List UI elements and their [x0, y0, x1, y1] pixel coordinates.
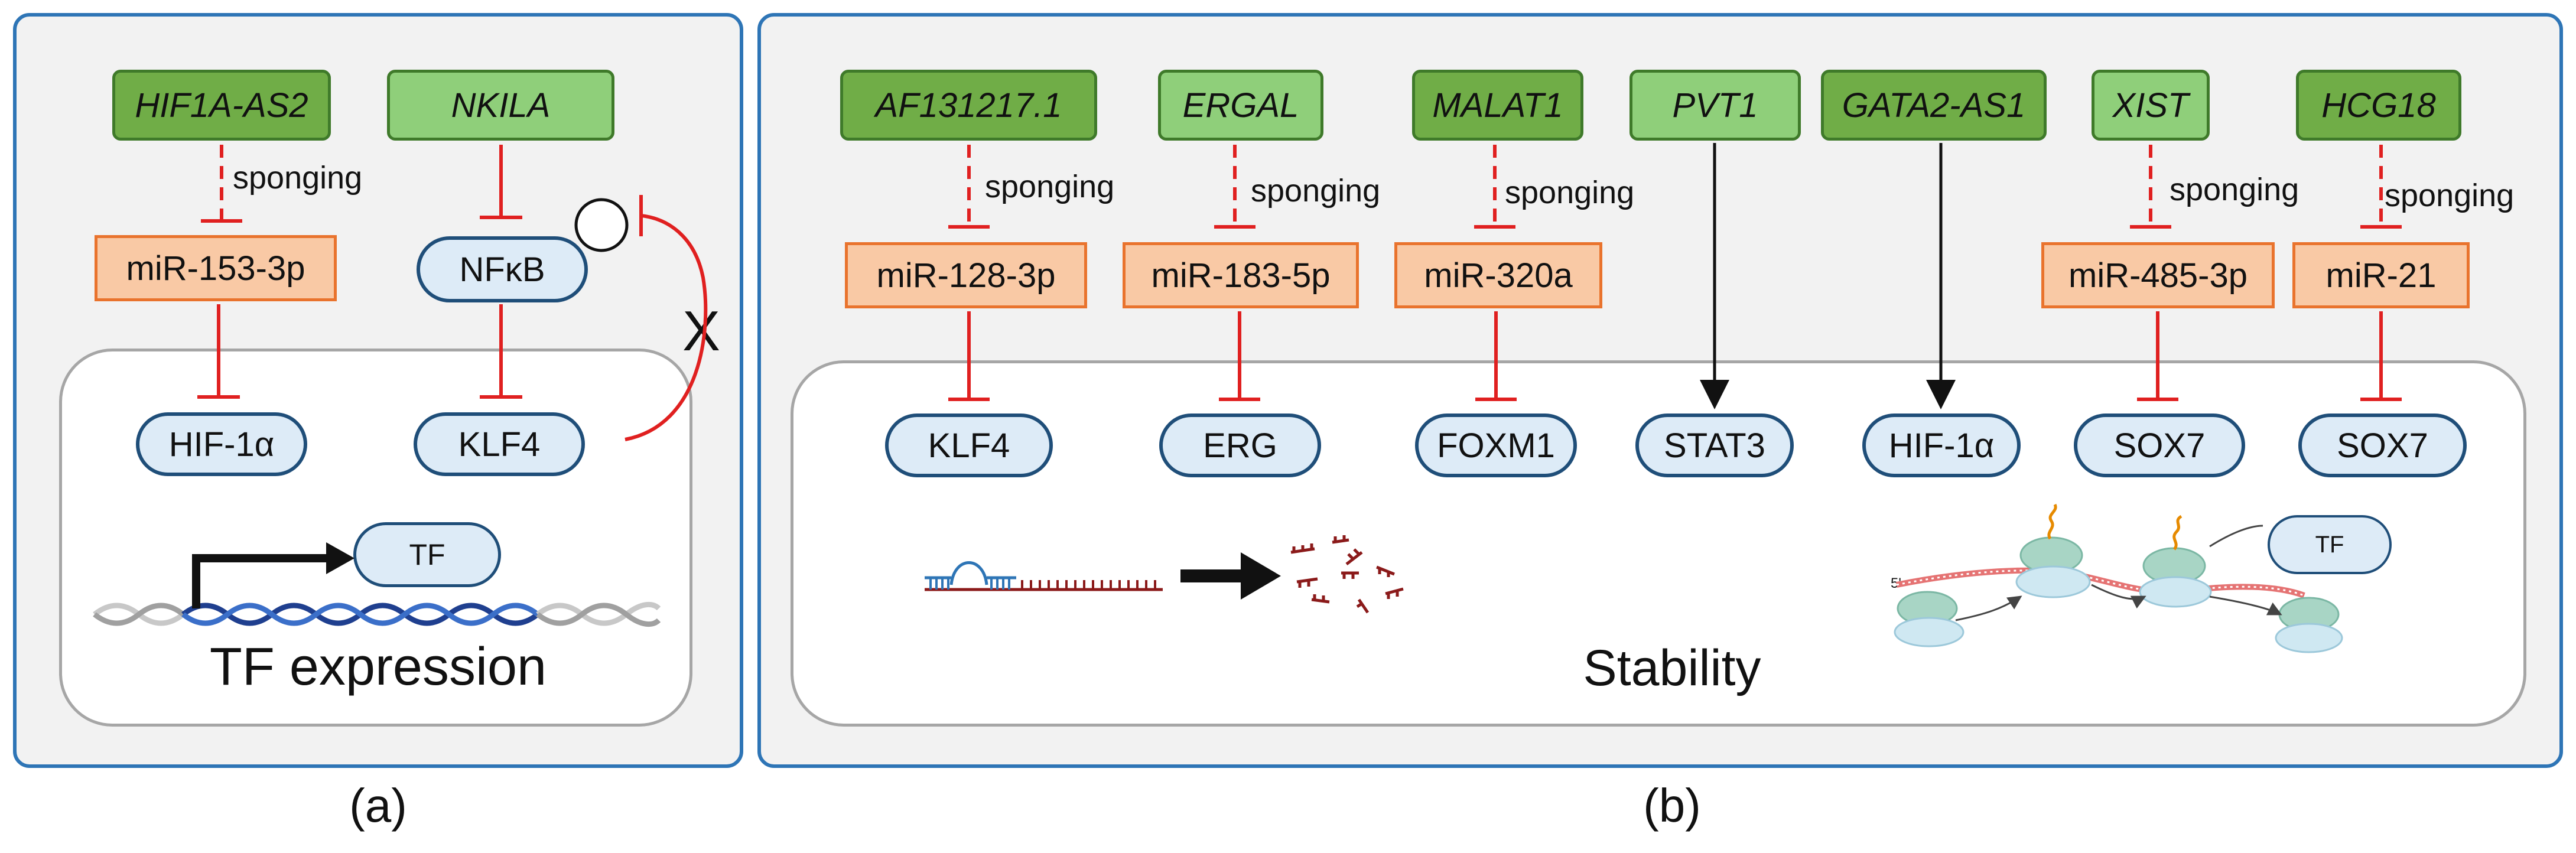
- target-erg: ERG: [1159, 414, 1321, 477]
- lncrna-hif1a-as2: HIF1A-AS2: [112, 70, 331, 141]
- sponging-label: sponging: [985, 169, 1115, 204]
- stability-caption: Stability: [1583, 640, 1761, 696]
- inhibition-arrow: [197, 145, 522, 399]
- klf4-deacetylation-inhibition: [625, 195, 708, 441]
- inhibition-arrow: [948, 311, 2402, 401]
- target-hif-1a: HIF-1α: [136, 412, 307, 476]
- sponging-label: sponging: [2385, 178, 2515, 213]
- target-klf4: KLF4: [414, 412, 585, 476]
- panel-b-letter: (b): [1643, 779, 1701, 832]
- lncrna-af131217-1: AF131217.1: [840, 70, 1097, 141]
- mirna-mir-485-3p: miR-485-3p: [2041, 242, 2275, 308]
- sponging-label: sponging: [2170, 172, 2299, 207]
- mirna-mir-21: miR-21: [2292, 242, 2470, 308]
- sponging-inhibition: [967, 145, 2383, 227]
- nfkb-node: NFκB: [417, 236, 588, 302]
- rna-degradation-icon: [925, 535, 1404, 614]
- target-sox7: SOX7: [2298, 414, 2467, 477]
- mirna-mir-128-3p: miR-128-3p: [845, 242, 1087, 308]
- mirna-mir-320a: miR-320a: [1394, 242, 1602, 308]
- target-foxm1: FOXM1: [1415, 414, 1577, 477]
- sponging-label: sponging: [233, 160, 363, 196]
- activation-arrow: [1700, 143, 1956, 409]
- translation-mrna-icon: [1896, 567, 2305, 598]
- lncrna-xist: XIST: [2092, 70, 2210, 141]
- target-sox7: SOX7: [2074, 414, 2245, 477]
- sponging-inhibition: [201, 145, 242, 223]
- lncrna-pvt1: PVT1: [1629, 70, 1801, 141]
- acetyl-group-circle: [574, 198, 629, 252]
- degradation-arrow: [1180, 552, 1281, 600]
- tf-expression-caption: TF expression: [209, 637, 547, 696]
- sponging-label: sponging: [1505, 175, 1635, 210]
- target-hif-1a: HIF-1α: [1862, 414, 2021, 477]
- mirna-mir-183-5p: miR-183-5p: [1123, 242, 1359, 308]
- lncrna-gata2-as1: GATA2-AS1: [1821, 70, 2047, 141]
- lncrna-hcg18: HCG18: [2296, 70, 2461, 141]
- mirna-mir-153-3p: miR-153-3p: [95, 235, 337, 301]
- tf-protein-node: TF: [353, 522, 501, 587]
- panel-a-letter: (a): [349, 779, 407, 832]
- tf-protein-node: TF: [2268, 515, 2392, 574]
- ribosome-icon: [1894, 536, 2343, 653]
- lncrna-ergal: ERGAL: [1158, 70, 1323, 141]
- lncrna-malat1: MALAT1: [1412, 70, 1583, 141]
- transcription-start-arrow: [192, 542, 354, 608]
- sponging-label: sponging: [1251, 173, 1381, 209]
- lncrna-nkila: NKILA: [387, 70, 614, 141]
- dna-helix-icon: [93, 601, 661, 627]
- target-stat3: STAT3: [1635, 414, 1794, 477]
- nascent-peptide-icon: [2047, 503, 2183, 551]
- target-klf4: KLF4: [885, 414, 1053, 477]
- translation-flow-arrow: [1955, 525, 2282, 621]
